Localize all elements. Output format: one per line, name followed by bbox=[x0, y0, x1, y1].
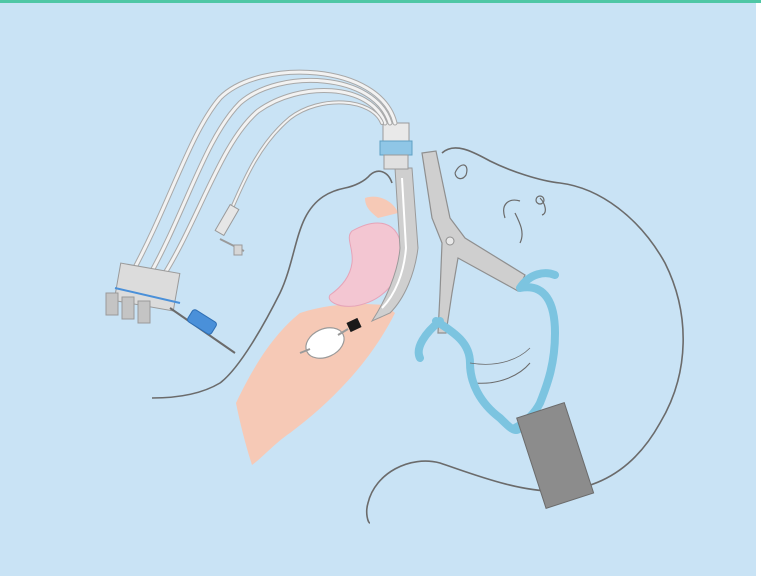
face-contour bbox=[470, 348, 530, 364]
strap-icon bbox=[517, 403, 594, 509]
ear-outline bbox=[504, 198, 546, 243]
trachea-tissue bbox=[236, 304, 395, 465]
pilot-valve-icon bbox=[215, 205, 244, 255]
tube-connector-icon bbox=[380, 123, 412, 169]
palate-tissue bbox=[365, 197, 398, 218]
pilot-balloon-icon bbox=[170, 308, 235, 353]
neck-outline bbox=[475, 363, 530, 383]
clamp-icon bbox=[422, 151, 525, 333]
ear-canal bbox=[536, 196, 544, 204]
eye-outline bbox=[455, 165, 467, 179]
breathing-circuit bbox=[419, 273, 555, 430]
multi-port-connector-icon bbox=[106, 263, 180, 323]
illustration-panel bbox=[0, 3, 756, 576]
airway-device-illustration bbox=[0, 3, 756, 576]
